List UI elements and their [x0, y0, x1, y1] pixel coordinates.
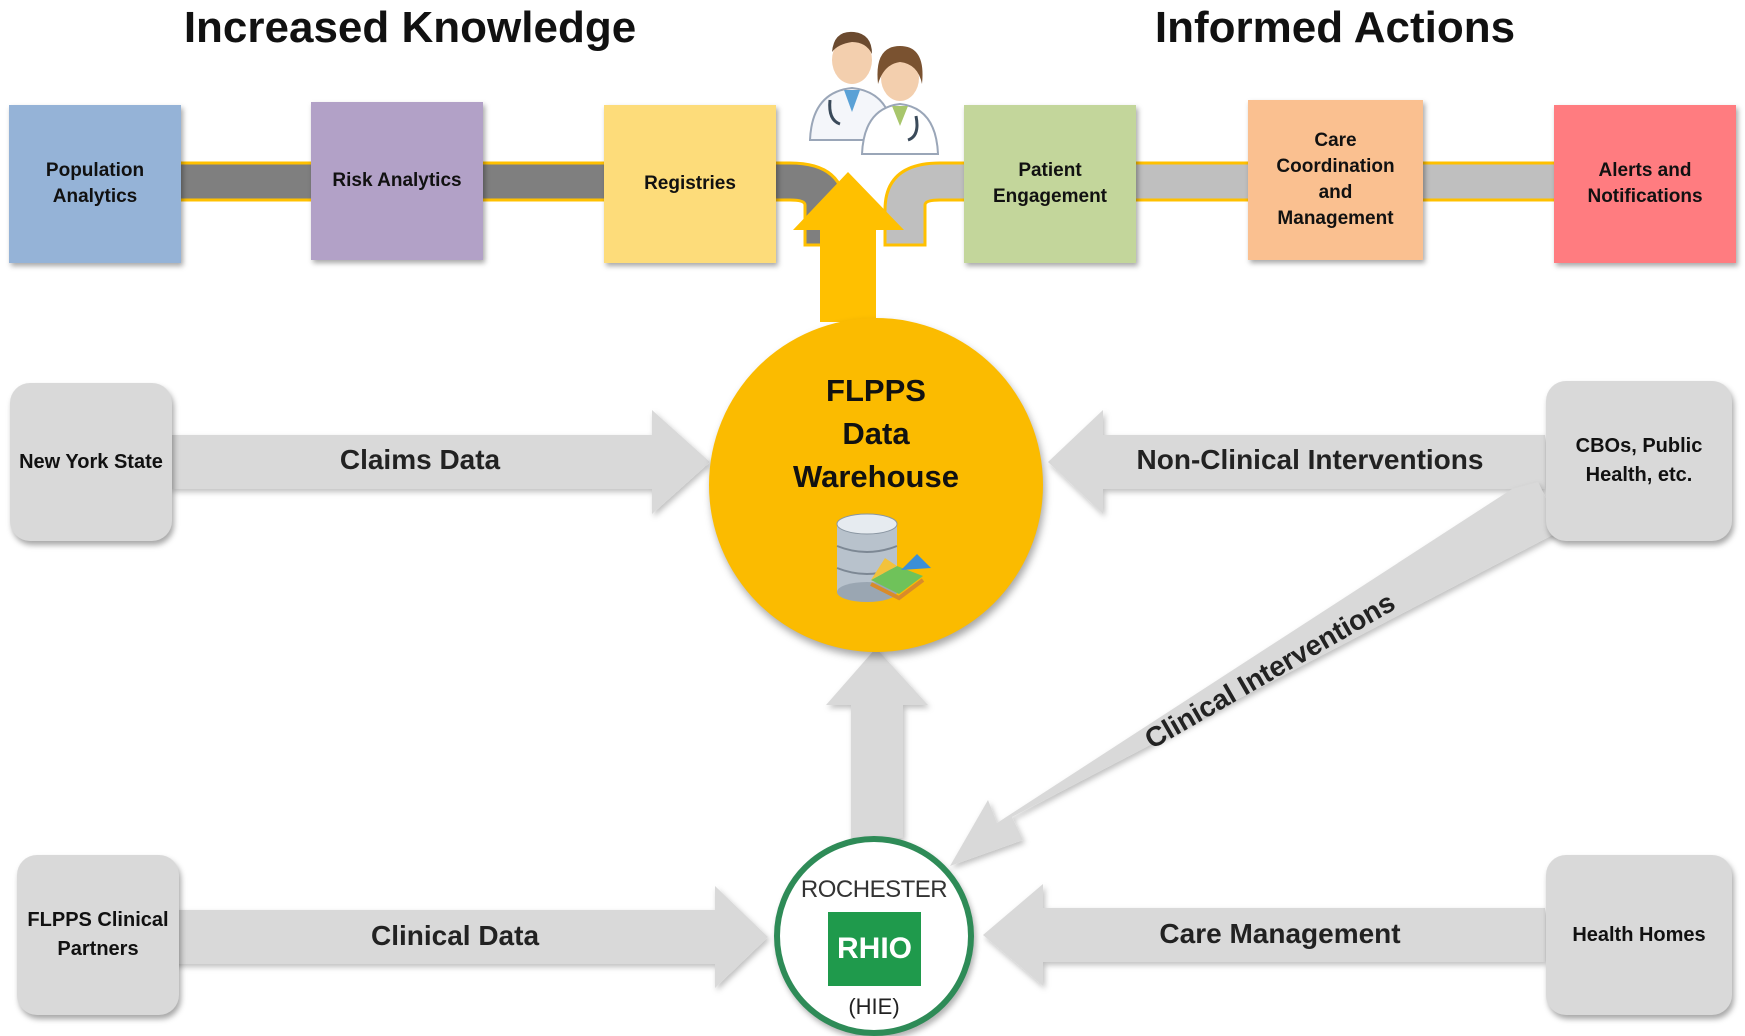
informed-actions-heading: Informed Actions — [1154, 3, 1516, 52]
data-warehouse-hub: FLPPS Data Warehouse — [709, 318, 1043, 652]
rhio-up-arrow — [826, 648, 928, 838]
clinical-interventions-arrow — [950, 482, 1562, 866]
rhio-hie-text: (HIE) — [848, 994, 900, 1019]
care-coordination-label: Care Coordination and Management — [1276, 130, 1395, 229]
claims-arrow — [170, 410, 710, 514]
clinical-partners-node: FLPPS Clinical Partners — [17, 855, 179, 1015]
rhio-logo-box: RHIO — [828, 912, 921, 986]
patient-engagement-label: Patient Engagement — [992, 160, 1108, 207]
new-york-state-label: New York State — [19, 450, 163, 473]
database-chart-icon — [836, 513, 931, 602]
alerts-notifications-tile: Alerts and Notifications — [1554, 105, 1736, 263]
cbos-node: CBOs, Public Health, etc. — [1546, 381, 1732, 541]
health-homes-label: Health Homes — [1572, 923, 1706, 946]
risk-analytics-tile: Risk Analytics — [311, 102, 483, 260]
non-clinical-arrow — [1048, 410, 1545, 514]
risk-analytics-label: Risk Analytics — [332, 170, 462, 191]
claims-data-label: Claims Data — [339, 444, 501, 475]
rhio-rochester-text: ROCHESTER — [800, 876, 948, 903]
registries-label: Registries — [644, 173, 736, 194]
cbos-label: CBOs, Public Health, etc. — [1575, 435, 1703, 486]
health-homes-node: Health Homes — [1546, 855, 1732, 1015]
new-york-state-node: New York State — [10, 383, 172, 541]
population-analytics-label: Population Analytics — [45, 160, 145, 207]
registries-tile: Registries — [604, 105, 776, 263]
rochester-rhio-node: ROCHESTER RHIO (HIE) — [774, 836, 974, 1036]
care-management-label: Care Management — [1159, 918, 1401, 949]
hub-title-line-3: Warehouse — [793, 459, 959, 494]
non-clinical-label: Non-Clinical Interventions — [1136, 444, 1484, 475]
hub-title-line-1: FLPPS — [826, 373, 926, 408]
clinical-data-arrow — [170, 886, 768, 988]
care-coordination-tile: Care Coordination and Management — [1248, 100, 1423, 260]
hub-title-line-2: Data — [842, 416, 910, 451]
hub-up-arrow — [793, 172, 904, 322]
clinical-partners-label: FLPPS Clinical Partners — [27, 909, 169, 960]
alerts-notifications-label: Alerts and Notifications — [1587, 160, 1703, 207]
rhio-logo-text: RHIO — [837, 932, 912, 965]
doctors-icon — [808, 31, 940, 155]
increased-knowledge-heading: Increased Knowledge — [183, 3, 637, 52]
population-analytics-tile: Population Analytics — [9, 105, 181, 263]
patient-engagement-tile: Patient Engagement — [964, 105, 1136, 263]
care-management-arrow — [983, 884, 1545, 986]
clinical-data-label: Clinical Data — [370, 920, 540, 951]
